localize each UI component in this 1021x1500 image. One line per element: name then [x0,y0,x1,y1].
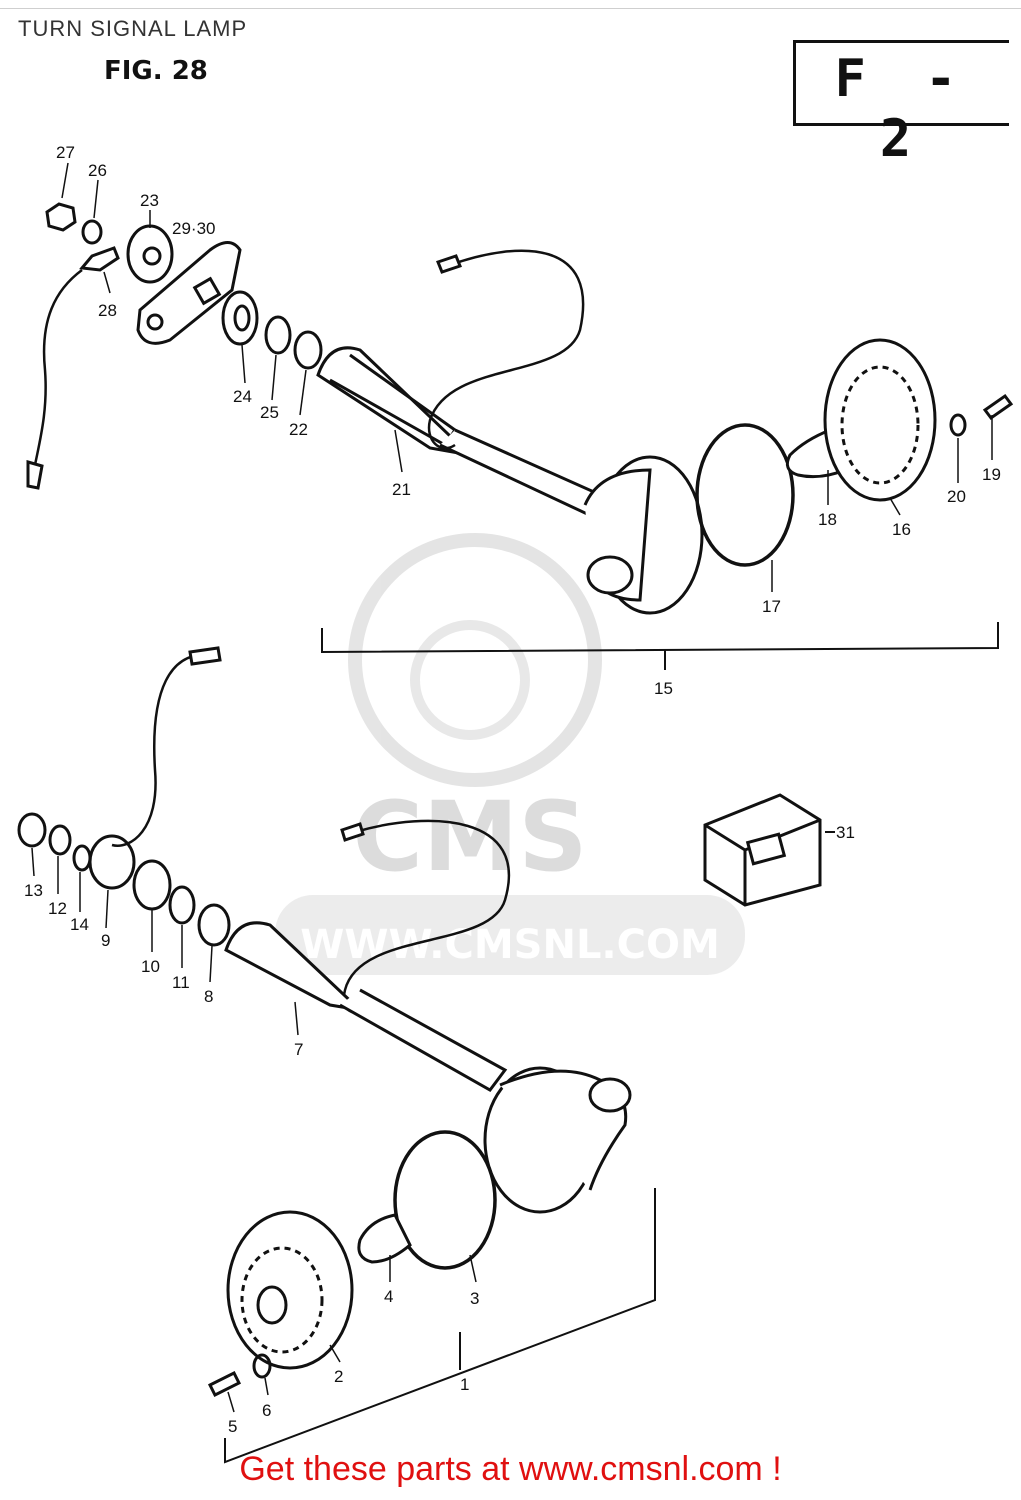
callout-5: 5 [228,1417,237,1436]
washer-23-icon [126,224,174,284]
gasket-3-icon [393,1130,497,1270]
callout-24: 24 [233,387,252,406]
lens-16-inner-icon [840,365,920,485]
washer-25-icon [264,315,292,355]
callout-1: 1 [460,1375,469,1394]
front-turn-signal-assembly [17,646,656,1464]
washer-26-icon [81,219,103,245]
page-title: TURN SIGNAL LAMP [18,16,248,41]
callout-17: 17 [762,597,781,616]
cushion-9-icon [88,834,136,890]
nut-27-icon [45,202,77,232]
bracket-square-hole-icon [192,276,222,306]
callout-28: 28 [98,301,117,320]
watermark-banner [275,895,745,975]
callout-26: 26 [88,161,107,180]
lens-16-icon [823,338,937,502]
stem-7-icon [224,921,365,1013]
stem-7-shaft-icon [339,988,508,1092]
callout-10: 10 [141,957,160,976]
callout-18: 18 [818,510,837,529]
lens-2-center-icon [256,1285,288,1325]
callout-4: 4 [384,1287,393,1306]
callout-21: 21 [392,480,411,499]
screw-5-icon [207,1370,242,1398]
cushion-10-icon [132,859,172,911]
callout-31: 31 [836,823,855,842]
washer-23-hole-icon [142,246,162,266]
washer-20-icon [949,413,967,437]
earth-terminal-icon [26,460,44,490]
bulb-4-icon [357,1213,412,1264]
callout-12: 12 [48,899,67,918]
callout-14: 14 [70,915,89,934]
front-housing-neck-icon [588,1077,632,1113]
callout-20: 20 [947,487,966,506]
bracket-29-30-icon [136,241,242,345]
section-code-box: F - 2 [793,40,1009,169]
section-code: F - 2 [834,49,971,169]
rear-turn-signal-assembly [26,202,1014,670]
callout-8: 8 [204,987,213,1006]
callout-labels: 27 26 23 29·30 28 24 25 22 21 18 16 20 1… [24,143,1001,1436]
turn-signal-relay-31 [703,793,835,907]
nut-13-icon [17,812,47,848]
rear-signal-wire-terminal-icon [436,254,462,274]
callout-27: 27 [56,143,75,162]
callout-2: 2 [334,1367,343,1386]
bracket-hole-icon [146,313,164,331]
lens-2-icon [226,1210,354,1370]
callout-16: 16 [892,520,911,539]
watermark-mascot-face-icon [410,620,530,740]
assembly-1-bracket-line [224,1188,656,1464]
washer-6-icon [252,1353,272,1379]
washer-14-icon [72,844,92,872]
callout-25: 25 [260,403,279,422]
earth-wire-icon [33,268,83,466]
callout-7: 7 [294,1040,303,1059]
rear-housing-neck-icon [586,555,634,595]
callout-15: 15 [654,679,673,698]
nut-8-icon [197,903,231,947]
relay-connector-icon [745,832,787,866]
washer-12-icon [48,824,72,856]
front-signal-wire-upper-icon [111,653,213,847]
watermark: CMS WWW.CMSNL.COM [275,533,745,975]
cushion-24-icon [221,290,259,346]
callout-13: 13 [24,881,43,900]
leader-lines [31,162,993,1413]
cushion-24-inner-icon [233,304,251,332]
watermark-logo-text: CMS [352,781,587,893]
rear-signal-wire-icon [427,249,585,450]
callout-9: 9 [101,931,110,950]
watermark-mascot-icon [348,533,602,787]
screw-19-icon [982,393,1014,421]
front-signal-wire-upper-terminal-icon [188,646,222,666]
callout-3: 3 [470,1289,479,1308]
gasket-17-icon [695,423,795,567]
assembly-15-bracket-line [321,622,999,654]
callout-19: 19 [982,465,1001,484]
callout-29-30: 29·30 [172,219,215,238]
nut-22-icon [293,330,323,370]
callout-23: 23 [140,191,159,210]
earth-lead-28-icon [79,246,120,272]
footer-cta-link[interactable]: Get these parts at www.cmsnl.com ! [239,1450,782,1488]
top-rule [0,8,1021,9]
callout-22: 22 [289,420,308,439]
figure-number: FIG. 28 [104,56,208,86]
callout-6: 6 [262,1401,271,1420]
washer-11-icon [168,885,196,925]
callout-11: 11 [172,973,190,992]
lens-2-inner-icon [240,1246,324,1354]
watermark-url-text: WWW.CMSNL.COM [300,922,720,968]
front-signal-wire-lower-terminal-icon [340,822,365,842]
